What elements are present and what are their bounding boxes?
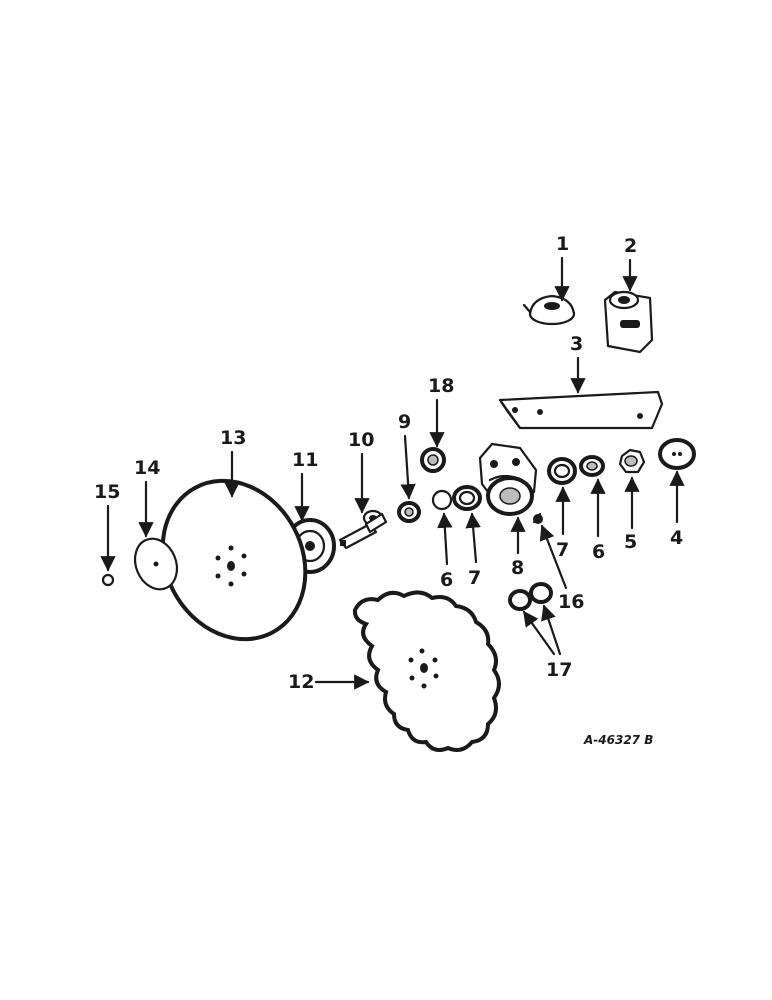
callout-label-4: 4: [670, 527, 683, 549]
callout-label-7-left: 7: [468, 567, 481, 589]
callout-label-8: 8: [511, 557, 524, 579]
part-2-bearing-block: [603, 290, 654, 354]
part-17-seal-left: [508, 589, 532, 611]
callout-label-6-left: 6: [440, 569, 453, 591]
part-13-center-holes: [215, 545, 247, 587]
callout-label-15: 15: [94, 481, 120, 503]
part-9-washer: [397, 501, 421, 523]
callout-11: 11: [292, 449, 318, 522]
callout-9: 9: [398, 411, 416, 500]
part-17-seal-right: [529, 582, 553, 604]
part-12-center-holes: [408, 648, 439, 689]
part-10-spindle: [338, 509, 388, 550]
callout-label-2: 2: [624, 235, 637, 257]
callout-15: 15: [94, 481, 120, 572]
callout-5: 5: [624, 476, 640, 553]
callout-label-10: 10: [348, 429, 374, 451]
part-5-hex-nut: [618, 448, 646, 474]
callout-label-16: 16: [558, 591, 584, 613]
callout-label-17: 17: [546, 659, 572, 681]
callout-1: 1: [554, 233, 570, 302]
callout-label-11: 11: [292, 449, 318, 471]
callout-14: 14: [134, 457, 160, 538]
callout-label-9: 9: [398, 411, 411, 433]
callout-7-right: 7: [555, 486, 571, 561]
callout-label-13: 13: [220, 427, 246, 449]
part-12-notched-disc: [352, 590, 501, 752]
part-1-clamp-cap: [522, 294, 576, 326]
part-6-bearing-cone-left: [431, 489, 453, 511]
callout-13: 13: [220, 427, 246, 498]
callout-label-6-right: 6: [592, 541, 605, 563]
callout-label-3: 3: [570, 333, 583, 355]
part-8-hub-housing: [478, 442, 538, 516]
part-15-small-washer: [101, 573, 115, 587]
part-4-end-cap: [658, 438, 696, 470]
callout-17: 17: [522, 604, 572, 681]
callout-label-18: 18: [428, 375, 454, 397]
part-7-bearing-cup-left: [452, 485, 482, 511]
part-13-plain-disc: [160, 478, 308, 642]
callout-8: 8: [510, 516, 526, 579]
part-18-spacer: [420, 447, 446, 473]
callout-2: 2: [622, 235, 638, 292]
callout-3: 3: [570, 333, 586, 394]
callout-16: 16: [539, 524, 584, 613]
part-7-bearing-cup-right: [547, 457, 577, 485]
callout-18: 18: [428, 375, 454, 448]
part-16-grease-fitting: [532, 512, 543, 524]
callout-6-right: 6: [590, 478, 606, 563]
callout-4: 4: [669, 470, 685, 549]
callout-6-left: 6: [437, 512, 453, 591]
callout-7-left: 7: [465, 512, 481, 589]
part-3-mounting-bar: [498, 390, 664, 430]
part-14-cover-plate: [133, 537, 179, 591]
callout-label-14: 14: [134, 457, 160, 479]
callout-label-5: 5: [624, 531, 637, 553]
part-6-bearing-cone-right: [579, 455, 605, 477]
callout-label-7-right: 7: [556, 539, 569, 561]
figure-reference-code: A-46327 B: [583, 733, 653, 747]
callout-label-12: 12: [288, 671, 314, 693]
callout-label-1: 1: [556, 233, 569, 255]
callout-12: 12: [288, 671, 370, 693]
callout-10: 10: [348, 429, 374, 514]
